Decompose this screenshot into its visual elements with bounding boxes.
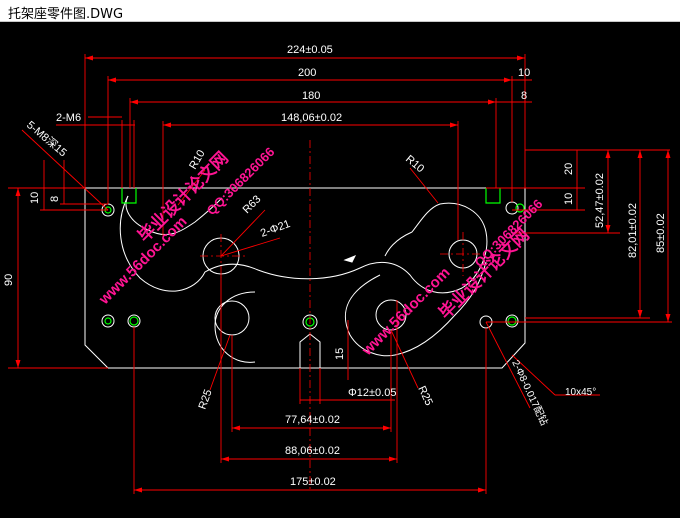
arrow-marker — [343, 255, 357, 263]
thread-mark-4 — [507, 316, 517, 326]
m6-slot-left — [121, 188, 137, 204]
thread-mark-5 — [515, 203, 525, 213]
canvas-background — [0, 22, 680, 513]
dim-8-left: 8 — [49, 196, 61, 202]
m6-slot-right — [485, 188, 501, 204]
thread-mark-1 — [129, 316, 139, 326]
dim-200: 200 — [298, 67, 316, 79]
dimension-arrows — [15, 55, 671, 493]
dimension-lines — [8, 54, 672, 494]
dim-chamfer: 10x45° — [565, 387, 596, 398]
hole-m8-2 — [101, 314, 115, 328]
lower-right-lobe — [345, 261, 487, 357]
dim-82: 82,01±0.02 — [627, 203, 639, 258]
window-title: 托架座零件图.DWG — [8, 7, 124, 22]
dim-8-top: 8 — [521, 90, 527, 102]
dim-180: 180 — [302, 90, 320, 102]
dim-77: 77,64±0.02 — [285, 414, 340, 426]
dim-phi12: Φ12±0.05 — [348, 387, 396, 399]
dim-90: 90 — [3, 274, 15, 286]
dim-2m6: 2-M6 — [56, 112, 81, 124]
dim-10-right: 10 — [563, 193, 575, 205]
hole-m8-5 — [505, 314, 519, 328]
dim-20: 20 — [563, 163, 575, 175]
drawing-canvas[interactable]: 224±0.05 200 10 180 8 148,06±0.02 2-M6 5… — [0, 22, 680, 513]
dim-15: 15 — [334, 348, 346, 360]
dim-175: 175±0.02 — [290, 476, 336, 488]
lower-left-lobe — [214, 291, 256, 363]
dim-224: 224±0.05 — [287, 44, 333, 56]
dim-85: 85±0.02 — [655, 213, 667, 253]
dim-88: 88,06±0.02 — [285, 445, 340, 457]
dim-10-left: 10 — [29, 192, 41, 204]
title-bar: 托架座零件图.DWG — [0, 0, 680, 22]
dim-148: 148,06±0.02 — [281, 112, 342, 124]
thread-mark-2 — [104, 317, 112, 325]
slot-marks — [104, 188, 525, 327]
upper-inner-contour — [119, 195, 488, 294]
upper-left-lobe — [125, 195, 223, 235]
dim-52: 52,47±0.02 — [594, 173, 606, 228]
dim-10-top: 10 — [518, 67, 530, 79]
